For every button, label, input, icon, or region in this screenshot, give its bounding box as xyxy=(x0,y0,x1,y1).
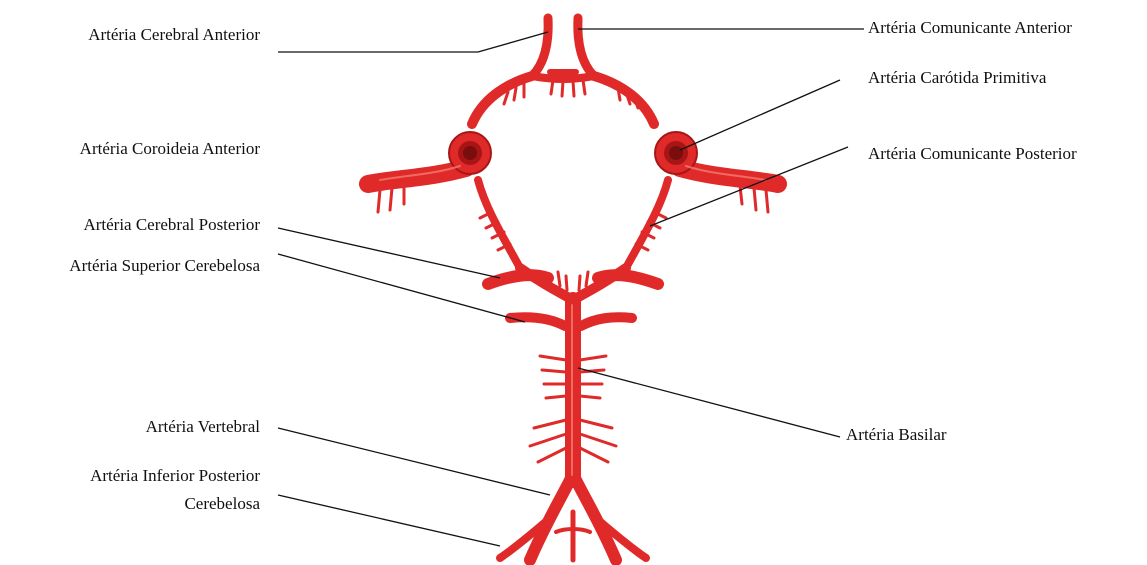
willis-upper-right xyxy=(594,76,654,124)
label-cerebral-anterior: Artéria Cerebral Anterior xyxy=(20,24,260,46)
leader-cerebral-posterior xyxy=(278,228,500,278)
superior-cerebellar-right xyxy=(581,317,632,326)
label-basilar: Artéria Basilar xyxy=(846,424,947,446)
anterior-cerebral-right xyxy=(578,18,594,76)
label-vertebral: Artéria Vertebral xyxy=(20,416,260,438)
label-inferior-posterior-line2: Cerebelosa xyxy=(8,493,260,515)
leader-vertebral xyxy=(278,428,550,495)
leader-carotida-primitiva xyxy=(680,80,840,150)
label-cerebral-posterior: Artéria Cerebral Posterior xyxy=(8,214,260,236)
label-comunicante-anterior: Artéria Comunicante Anterior xyxy=(868,17,1072,39)
vessel-highlights xyxy=(380,166,766,475)
label-carotida-primitiva: Artéria Carótida Primitiva xyxy=(868,67,1046,89)
label-coroideia-anterior: Artéria Coroideia Anterior xyxy=(8,138,260,160)
carotid-right-branch xyxy=(680,168,778,184)
label-inferior-posterior-line1: Artéria Inferior Posterior xyxy=(8,465,260,487)
carotid-left-branch xyxy=(368,168,466,184)
superior-cerebellar-left xyxy=(510,317,565,326)
leader-basilar xyxy=(578,368,840,437)
label-comunicante-posterior: Artéria Comunicante Posterior xyxy=(868,143,1077,165)
leader-inferior-posterior xyxy=(278,495,500,546)
willis-top xyxy=(532,76,594,79)
artery-network xyxy=(368,18,778,560)
posterior-communicating-left xyxy=(478,180,520,268)
posterior-communicating-right xyxy=(626,180,668,268)
anterior-cerebral-left xyxy=(532,18,548,76)
label-superior-cerebelosa: Artéria Superior Cerebelosa xyxy=(4,255,260,277)
leader-cerebral-anterior-2 xyxy=(478,32,548,52)
